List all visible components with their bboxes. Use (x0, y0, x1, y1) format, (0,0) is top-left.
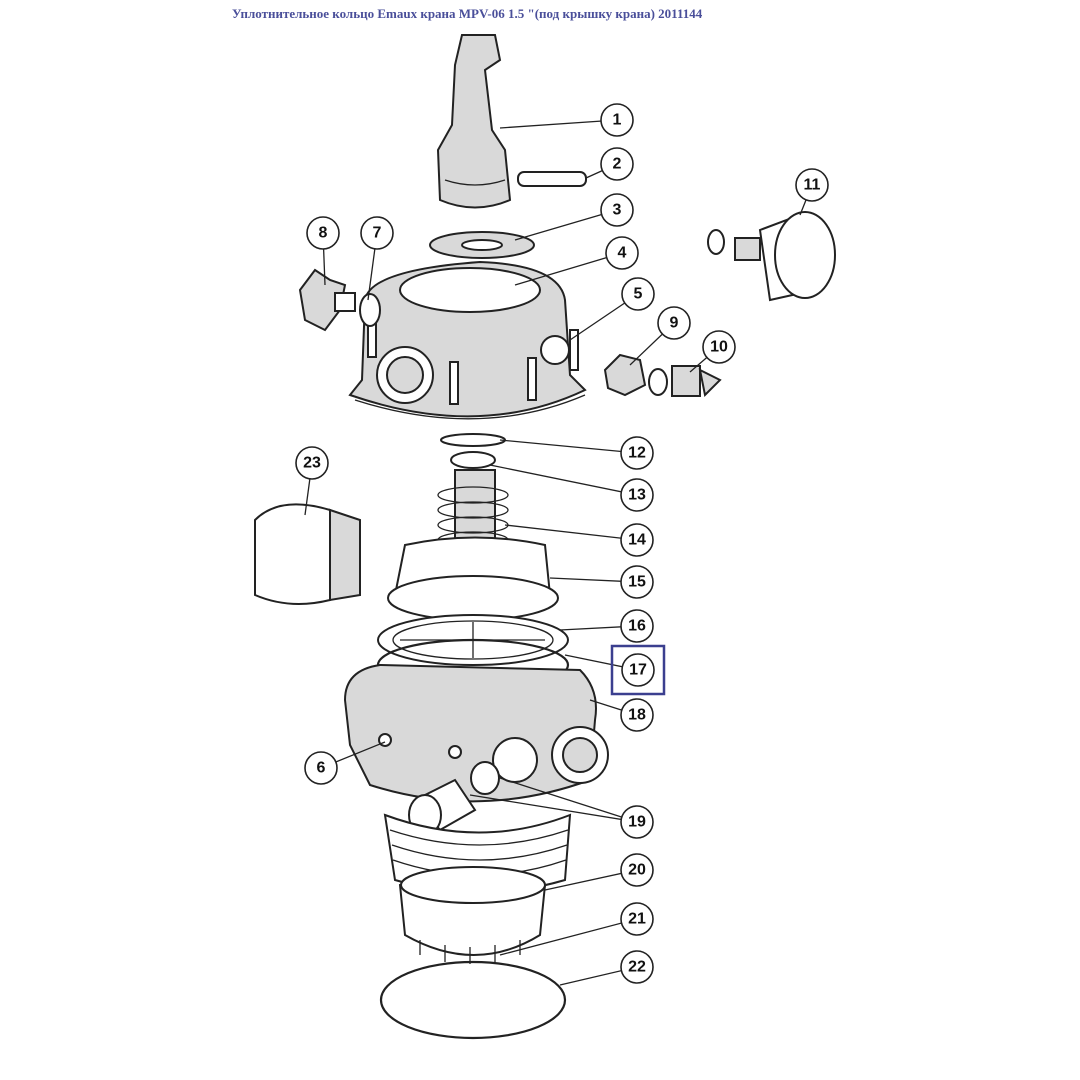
part-gauge (707, 211, 836, 302)
callout-circle (360, 216, 394, 250)
callout-19: 19 (620, 805, 654, 839)
callout-circle (605, 236, 639, 270)
callout-7: 7 (360, 216, 394, 250)
part-washer (429, 231, 535, 259)
part-handle (436, 34, 512, 209)
callout-circle (620, 698, 654, 732)
callout-number: 6 (317, 760, 326, 777)
callout-9: 9 (657, 306, 691, 340)
part-fitting (603, 353, 722, 398)
callout-18: 18 (620, 698, 654, 732)
part-spring-stack (437, 433, 509, 551)
callout-12: 12 (620, 436, 654, 470)
callout-number: 16 (628, 618, 646, 635)
callout-23: 23 (295, 446, 329, 480)
callout-number: 21 (628, 911, 646, 928)
part-knob (298, 268, 381, 332)
leader-line (499, 439, 638, 454)
callout-10: 10 (702, 330, 736, 364)
leader-line (514, 209, 618, 241)
part-valve-cover (348, 260, 587, 420)
callout-circle (620, 609, 654, 643)
callout-number: 9 (670, 315, 679, 332)
part-pin (517, 171, 587, 187)
callout-circle (621, 653, 655, 687)
callout-circle (295, 446, 329, 480)
callout-circle (620, 853, 654, 887)
callout-number: 8 (319, 225, 328, 242)
callout-circle (306, 216, 340, 250)
callout-22: 22 (620, 950, 654, 984)
leader-line (489, 464, 638, 496)
callout-8: 8 (306, 216, 340, 250)
callout-circle (620, 902, 654, 936)
callout-circle (657, 306, 691, 340)
callout-number: 23 (303, 455, 321, 472)
callout-2: 2 (600, 147, 634, 181)
callout-circle (795, 168, 829, 202)
callout-number: 17 (629, 662, 647, 679)
leader-line (514, 252, 623, 286)
callout-number: 19 (628, 814, 646, 831)
leader-line (504, 524, 638, 541)
leader-line (499, 777, 638, 823)
part-union-23 (254, 503, 361, 605)
callout-number: 14 (628, 532, 646, 549)
callout-number: 5 (634, 286, 643, 303)
callout-number: 12 (628, 445, 646, 462)
part-collector (398, 866, 547, 964)
callout-14: 14 (620, 523, 654, 557)
callout-number: 15 (628, 574, 646, 591)
callout-17: 17 (610, 644, 666, 696)
callout-5: 5 (621, 277, 655, 311)
callout-circle (621, 277, 655, 311)
callout-number: 1 (613, 112, 622, 129)
part-rotor-disk (387, 536, 559, 621)
callout-circle (620, 950, 654, 984)
page-title: Уплотнительное кольцо Emaux крана MPV-06… (232, 6, 703, 21)
callout-1: 1 (600, 103, 634, 137)
callout-circle (620, 565, 654, 599)
callout-21: 21 (620, 902, 654, 936)
callout-number: 3 (613, 202, 622, 219)
callout-circle (600, 147, 634, 181)
callout-13: 13 (620, 478, 654, 512)
leader-line (469, 794, 638, 823)
callout-number: 18 (628, 707, 646, 724)
callout-number: 22 (628, 959, 646, 976)
leader-line (499, 119, 618, 129)
leader-line (499, 918, 638, 956)
callout-circle (304, 751, 338, 785)
callout-16: 16 (620, 609, 654, 643)
callout-circle (620, 436, 654, 470)
callout-number: 20 (628, 862, 646, 879)
callout-number: 11 (804, 177, 821, 194)
callout-6: 6 (304, 751, 338, 785)
callout-15: 15 (620, 565, 654, 599)
callout-4: 4 (605, 236, 639, 270)
callout-20: 20 (620, 853, 654, 887)
callout-circle (620, 523, 654, 557)
callout-circle (620, 805, 654, 839)
highlight-box (610, 644, 666, 696)
callout-number: 7 (373, 225, 382, 242)
callout-number: 2 (613, 156, 622, 173)
callout-3: 3 (600, 193, 634, 227)
callout-number: 4 (618, 245, 627, 262)
callout-number: 13 (628, 487, 646, 504)
callout-number: 10 (710, 339, 728, 356)
callout-circle (600, 103, 634, 137)
callout-circle (620, 478, 654, 512)
part-valve-body (343, 663, 609, 894)
callout-circle (702, 330, 736, 364)
callout-11: 11 (795, 168, 829, 202)
part-o-ring-22 (379, 960, 567, 1040)
callout-circle (600, 193, 634, 227)
